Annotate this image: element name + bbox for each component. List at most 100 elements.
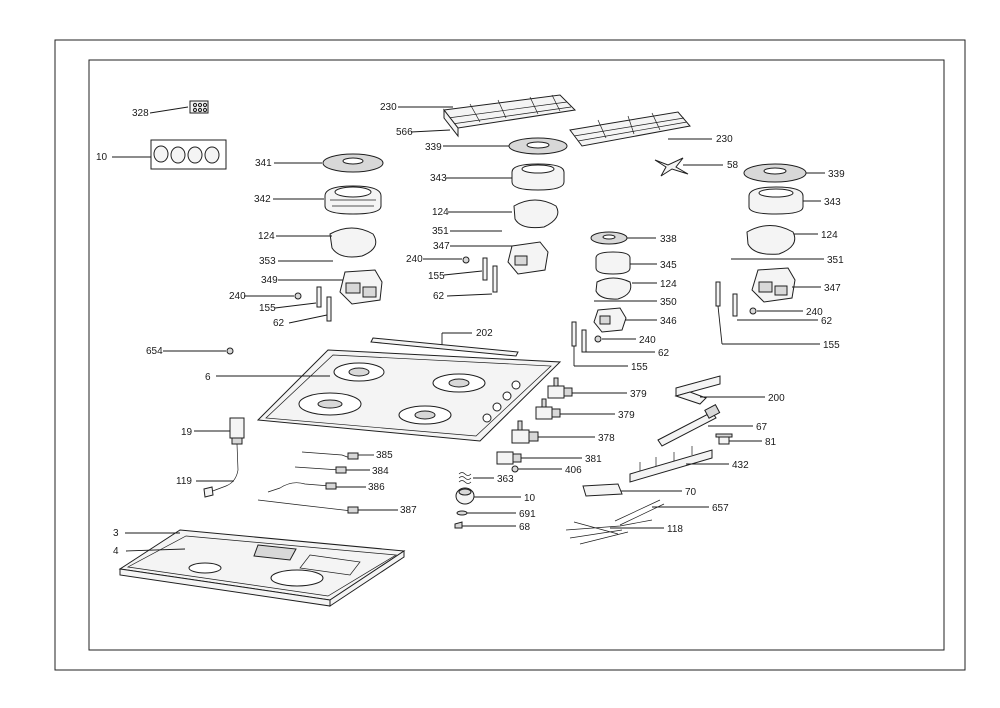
label-81: 81	[765, 437, 777, 448]
label-155-a: 155	[259, 303, 276, 314]
part-124-bracket-b	[513, 199, 559, 229]
part-385-gas-pipe	[301, 451, 359, 460]
part-119-power-cable	[209, 443, 239, 493]
label-347-b: 347	[824, 283, 841, 294]
label-19: 19	[181, 427, 193, 438]
part-68-clip	[454, 521, 463, 529]
part-384-gas-pipe	[294, 466, 347, 474]
part-387-gas-pipe	[257, 499, 359, 514]
label-350: 350	[660, 297, 677, 308]
label-155-d: 155	[823, 340, 840, 351]
part-118-ignition-wires	[565, 519, 653, 545]
label-230-a: 230	[380, 102, 397, 113]
label-240-b: 240	[406, 254, 423, 265]
part-62-thermocouple-b	[492, 265, 498, 293]
part-70-clamp-block	[582, 483, 623, 497]
label-432: 432	[732, 460, 749, 471]
label-379-b: 379	[618, 410, 635, 421]
part-124-bracket-d	[746, 225, 796, 255]
label-124-d: 124	[821, 230, 838, 241]
label-353: 353	[259, 256, 276, 267]
part-230-pan-support-a	[443, 94, 577, 138]
part-62-thermocouple-c	[581, 329, 587, 353]
part-347-burner-body-a	[507, 241, 549, 275]
label-4: 4	[113, 546, 119, 557]
label-328: 328	[132, 108, 149, 119]
part-378-gas-valve	[511, 420, 539, 444]
part-328-connector-block	[189, 100, 209, 114]
label-347-a: 347	[433, 241, 450, 252]
label-381: 381	[585, 454, 602, 465]
part-62-thermocouple-d	[732, 293, 738, 317]
part-406-ring	[511, 465, 519, 473]
label-384: 384	[372, 466, 389, 477]
label-349: 349	[261, 275, 278, 286]
label-124-a: 124	[258, 231, 275, 242]
label-654: 654	[146, 346, 163, 357]
part-432-valve-bracket	[629, 446, 713, 483]
part-657-wire-set	[614, 499, 665, 526]
part-81-inlet-connector	[715, 433, 733, 445]
label-62-a: 62	[273, 318, 285, 329]
part-155-electrode-b	[482, 257, 488, 281]
label-343-a: 343	[430, 173, 447, 184]
label-346: 346	[660, 316, 677, 327]
label-58: 58	[727, 160, 739, 171]
part-124-bracket	[329, 227, 377, 258]
part-230-pan-support-b	[569, 111, 691, 147]
label-386: 386	[368, 482, 385, 493]
part-200-gas-rail-bracket	[675, 375, 721, 397]
label-342: 342	[254, 194, 271, 205]
part-124-bracket-c	[595, 277, 632, 300]
label-339-b: 339	[828, 169, 845, 180]
label-6: 6	[205, 372, 211, 383]
part-343-burner-crown-a	[511, 163, 565, 191]
part-691-washer	[456, 510, 468, 516]
label-10-knobs: 10	[96, 152, 108, 163]
label-118: 118	[667, 524, 683, 535]
part-346-burner-body-small	[593, 307, 627, 333]
part-349-burner-body	[339, 269, 383, 305]
part-62-thermocouple-a	[326, 296, 332, 322]
label-119: 119	[176, 476, 192, 487]
label-230-b: 230	[716, 134, 733, 145]
label-657: 657	[712, 503, 729, 514]
label-240-a: 240	[229, 291, 246, 302]
label-155-c: 155	[631, 362, 648, 373]
part-155-electrode-d	[715, 281, 721, 307]
part-379-gas-valve-b	[535, 398, 561, 420]
label-351-a: 351	[432, 226, 449, 237]
label-339-a: 339	[425, 142, 442, 153]
part-19-junction-box	[229, 417, 245, 445]
part-10-knobs-set	[150, 139, 227, 170]
label-566: 566	[396, 127, 413, 138]
label-10-knob: 10	[524, 493, 536, 504]
part-379-gas-valve-a	[547, 377, 573, 399]
label-202: 202	[476, 328, 493, 339]
part-347-burner-body-b	[751, 267, 796, 303]
label-62-c: 62	[658, 348, 670, 359]
part-202-trim-strip	[370, 337, 519, 357]
part-58-wok-adapter	[654, 157, 689, 177]
label-62-b: 62	[433, 291, 445, 302]
part-155-electrode-a	[316, 286, 322, 308]
part-10-knob	[455, 487, 475, 505]
part-345-burner-crown-small	[595, 251, 631, 275]
label-124-c: 124	[660, 279, 677, 290]
outer-frame	[54, 39, 966, 671]
label-67: 67	[756, 422, 768, 433]
part-240-nut-b	[462, 256, 470, 264]
part-240-nut-c	[594, 335, 602, 343]
label-155-b: 155	[428, 271, 445, 282]
label-341: 341	[255, 158, 272, 169]
part-363-spring	[458, 472, 472, 484]
label-62-d: 62	[821, 316, 833, 327]
part-386-gas-pipe	[267, 482, 337, 493]
part-4-base-tray	[118, 529, 406, 607]
part-654-nut	[226, 347, 234, 355]
label-406: 406	[565, 465, 582, 476]
label-240-c: 240	[639, 335, 656, 346]
label-343-b: 343	[824, 197, 841, 208]
label-200: 200	[768, 393, 785, 404]
